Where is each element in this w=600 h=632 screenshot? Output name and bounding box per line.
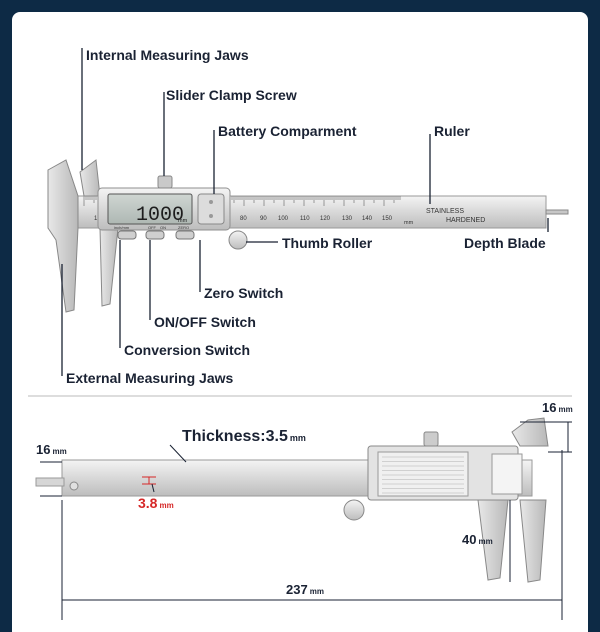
ruler-tick-label-100: 100 xyxy=(278,216,289,222)
button-label-inch-mm: inch/mm xyxy=(114,225,130,230)
lcd-reading: 1000 xyxy=(136,204,184,227)
label-zero-switch: Zero Switch xyxy=(204,285,283,301)
battery-screw xyxy=(209,214,213,218)
battery-compartment xyxy=(197,193,225,225)
label-battery-compartment: Battery Comparment xyxy=(218,123,357,139)
jaw-unit: mm xyxy=(478,537,492,546)
on-off-switch[interactable] xyxy=(145,230,165,240)
lcd-unit: mm xyxy=(178,218,188,224)
label-on-off-switch: ON/OFF Switch xyxy=(154,314,256,330)
conversion-switch[interactable] xyxy=(117,230,137,240)
ruler-unit-mark: mm xyxy=(404,220,414,226)
ruler-imprint-top: STAINLESS xyxy=(426,208,464,215)
side-rivet xyxy=(69,481,79,491)
depth-blade xyxy=(545,209,569,215)
label-plate-lines xyxy=(382,456,464,494)
ruler-tick-label-80: 80 xyxy=(240,216,247,222)
side-lower-jaw-slider xyxy=(477,499,509,581)
sliding-external-jaw xyxy=(99,227,119,307)
label-thumb-roller: Thumb Roller xyxy=(282,235,373,251)
battery-screw xyxy=(209,200,213,204)
blade-thickness-marker xyxy=(142,476,156,485)
side-label-plate xyxy=(377,451,469,497)
button-label-on: ON xyxy=(160,225,166,230)
label-conversion-switch: Conversion Switch xyxy=(124,342,250,358)
bottom-caliper xyxy=(35,417,549,583)
side-clamp-screw xyxy=(423,431,439,447)
side-cert-plate xyxy=(491,453,523,495)
label-slider-clamp-screw: Slider Clamp Screw xyxy=(166,87,297,103)
label-external-jaws: External Measuring Jaws xyxy=(66,370,234,386)
left-height-value: 16 xyxy=(36,442,50,457)
lcd-screen xyxy=(107,193,193,225)
length-value: 237 xyxy=(286,582,308,597)
top-right-value: 16 xyxy=(542,400,556,415)
thickness-unit: mm xyxy=(290,433,306,443)
button-label-off: OFF xyxy=(148,225,157,230)
label-depth-blade: Depth Blade xyxy=(464,235,546,251)
top-caliper: 10 80 90 100 110 120 130 140 150 mm STAI… xyxy=(47,159,569,313)
jaw-value: 40 xyxy=(462,532,476,547)
dimension-lines xyxy=(40,421,572,620)
ruler-tick-label-120: 120 xyxy=(320,216,331,222)
ruler-tick-label-130: 130 xyxy=(342,216,353,222)
fixed-jaw xyxy=(47,159,79,313)
ruler-tick-label-110: 110 xyxy=(300,216,310,222)
button-label-zero: ZERO xyxy=(178,225,189,230)
side-upper-jaw xyxy=(511,417,549,447)
side-thumb-roller xyxy=(343,499,365,521)
ruler-tick-label-90: 90 xyxy=(260,216,267,222)
label-ruler: Ruler xyxy=(434,123,470,139)
ruler-imprint-bottom: HARDENED xyxy=(446,217,485,224)
blade-value: 3.8 xyxy=(138,495,158,511)
thumb-roller[interactable] xyxy=(228,230,248,250)
ruler-tick-label-140: 140 xyxy=(362,216,373,222)
length-unit: mm xyxy=(310,587,324,596)
label-internal-jaws: Internal Measuring Jaws xyxy=(86,47,249,63)
top-leader-lines xyxy=(61,48,549,376)
blade-unit: mm xyxy=(159,501,173,510)
thickness-label-text: Thickness: xyxy=(182,428,266,445)
side-depth-blade xyxy=(35,477,65,487)
ruler-tick-label-150: 150 xyxy=(382,216,393,222)
slider-clamp-screw xyxy=(157,175,173,189)
top-right-unit: mm xyxy=(558,405,572,414)
left-height-unit: mm xyxy=(52,447,66,456)
side-lower-jaw-fixed xyxy=(519,499,547,583)
thickness-value: 3.5 xyxy=(266,428,288,445)
zero-switch[interactable] xyxy=(175,230,195,240)
sliding-internal-jaw xyxy=(79,159,101,197)
